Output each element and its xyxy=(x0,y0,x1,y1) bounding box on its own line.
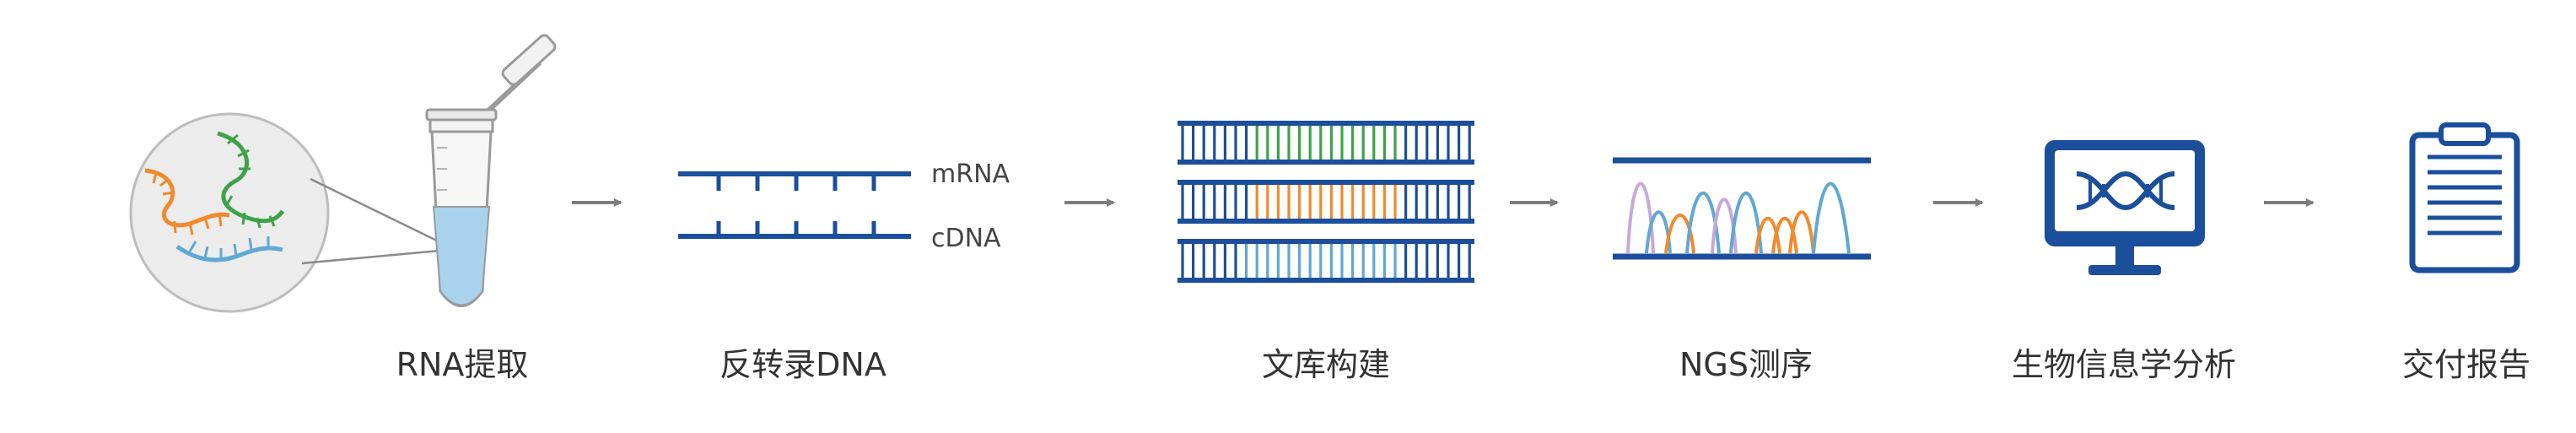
step-label-library: 文库构建 xyxy=(1262,346,1390,383)
cdna-label: cDNA xyxy=(931,224,1001,253)
step-label-report: 交付报告 xyxy=(2402,346,2530,383)
step-label-reverse-transcription: 反转录DNA xyxy=(719,346,887,383)
sequencing-peaks-icon xyxy=(1613,157,1871,260)
step-label-rna-extraction: RNA提取 xyxy=(396,346,529,383)
mrna-label: mRNA xyxy=(931,160,1010,189)
monitor-dna-icon xyxy=(2045,140,2205,275)
library-icon xyxy=(1178,121,1474,283)
rna-magnifier-icon xyxy=(129,112,450,313)
step-label-bioinformatics: 生物信息学分析 xyxy=(2012,346,2236,383)
double-strand-icon xyxy=(678,171,911,239)
clipboard-report-icon xyxy=(2409,122,2520,273)
step-label-ngs: NGS测序 xyxy=(1679,346,1813,383)
tube-icon xyxy=(425,34,557,307)
